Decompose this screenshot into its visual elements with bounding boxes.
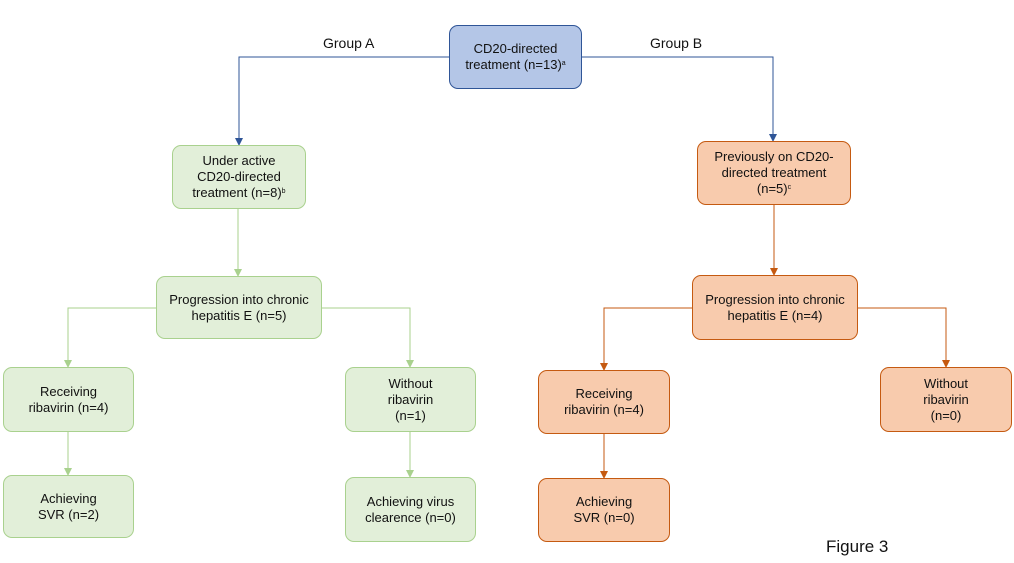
group-b-previous-treatment-node: Previously on CD20-directed treatment (n… (697, 141, 851, 205)
group-b-svr-text: Achieving SVR (n=0) (573, 494, 635, 525)
group-a-receiving-ribavirin-node: Receiving ribavirin (n=4) (3, 367, 134, 432)
group-a-svr-text: Achieving SVR (n=2) (37, 490, 100, 522)
arrow-b-progression-to-receiving (600, 307, 692, 371)
figure-label: Figure 3 (826, 537, 889, 556)
group-b-previous-footnote: c (787, 184, 792, 191)
group-b-receiving-ribavirin-node: Receiving ribavirin (n=4) (538, 370, 670, 434)
arrow-root-to-group-b (582, 56, 777, 142)
group-b-without-text: Without ribavirin (n=0) (923, 375, 969, 423)
group-b-label: Group B (650, 35, 703, 51)
group-a-without-ribavirin-node: Without ribavirin (n=1) (345, 367, 476, 432)
root-node-text: CD20-directed treatment (n=13) (465, 41, 562, 72)
group-b-receiving-text: Receiving ribavirin (n=4) (564, 386, 644, 417)
group-a-receiving-text: Receiving ribavirin (n=4) (28, 383, 109, 415)
arrow-a-progression-to-without (322, 307, 414, 368)
arrow-root-to-group-a (235, 56, 449, 146)
group-a-active-text: Under active CD20-directed treatment (n=… (192, 153, 282, 200)
group-b-progression-text: Progression into chronic hepatitis E (n=… (705, 291, 845, 323)
group-a-without-text: Without ribavirin (n=1) (387, 375, 434, 423)
root-node-footnote: a (561, 60, 566, 67)
group-b-previous-text: Previously on CD20-directed treatment (n… (714, 149, 834, 196)
arrow-a-progression-to-receiving (64, 307, 156, 368)
group-b-progression-node: Progression into chronic hepatitis E (n=… (692, 275, 858, 340)
group-a-progression-text: Progression into chronic hepatitis E (n=… (169, 291, 309, 323)
group-b-without-ribavirin-node: Without ribavirin (n=0) (880, 367, 1012, 432)
group-a-active-treatment-node: Under active CD20-directed treatment (n=… (172, 145, 306, 209)
group-a-label: Group A (323, 35, 375, 51)
root-node-cd20-treatment: CD20-directed treatment (n=13)a (449, 25, 582, 89)
group-a-svr-node: Achieving SVR (n=2) (3, 475, 134, 538)
group-a-active-footnote: b (281, 188, 286, 195)
group-b-svr-node: Achieving SVR (n=0) (538, 478, 670, 542)
group-a-progression-node: Progression into chronic hepatitis E (n=… (156, 276, 322, 339)
group-a-clearance-text: Achieving virus clearence (n=0) (365, 493, 456, 525)
arrow-b-progression-to-without (858, 307, 950, 368)
group-a-virus-clearance-node: Achieving virus clearence (n=0) (345, 477, 476, 542)
